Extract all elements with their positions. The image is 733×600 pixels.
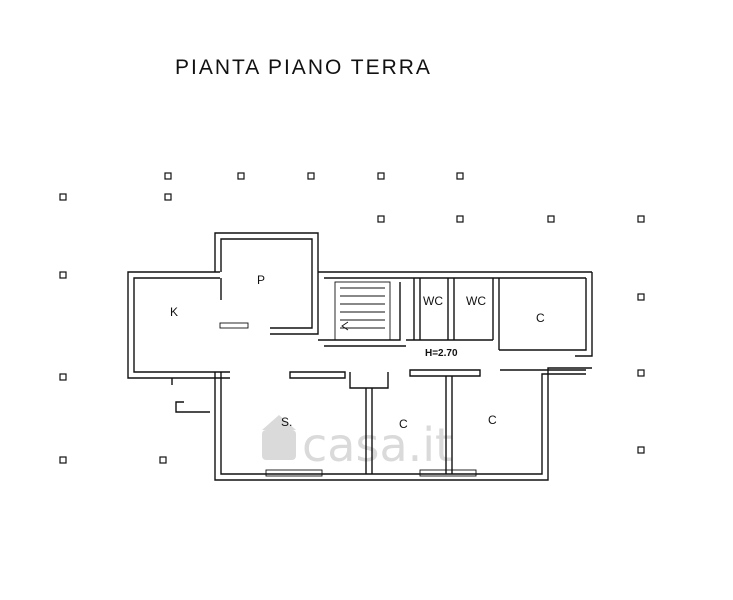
corridor-notch: [349, 372, 389, 389]
pillar: [59, 271, 67, 279]
divider-s-c: [365, 388, 373, 474]
room-label-wc1: WC: [423, 294, 443, 308]
wc2-right-wall: [492, 278, 500, 350]
pillar: [59, 373, 67, 381]
ceiling-height-note: H=2.70: [425, 348, 458, 359]
wc-divider: [447, 278, 455, 340]
bedroom-right-bottom-outer: [575, 335, 593, 357]
stair-arrow: [341, 321, 349, 331]
pantry-right-wall: [270, 272, 313, 329]
pillar: [164, 193, 172, 201]
pillar: [637, 369, 645, 377]
walls: [127, 232, 593, 481]
room-label-kitchen: K: [170, 305, 178, 319]
room-labels: K P WC WC C S. C C H=2.70: [170, 273, 545, 431]
stair-treads: [340, 287, 385, 329]
pillar: [59, 193, 67, 201]
pillar: [59, 456, 67, 464]
pillars: [59, 172, 645, 464]
window: [265, 469, 323, 477]
pillar: [164, 172, 172, 180]
pillar: [637, 215, 645, 223]
wc1-left-wall: [413, 278, 421, 340]
room-label-living: S.: [281, 415, 292, 429]
room-label-bedroom-right: C: [536, 311, 545, 325]
pantry-inner-wall: [220, 238, 313, 272]
pantry-outer-wall: [214, 232, 319, 272]
room-label-bedroom-lower-right: C: [488, 413, 497, 427]
divider-c-c: [445, 376, 453, 474]
stair-well: [334, 281, 391, 341]
bedroom-lower-right-inner: [541, 373, 586, 448]
pillar: [237, 172, 245, 180]
kitchen-door-jamb: [219, 322, 249, 329]
pillar: [456, 172, 464, 180]
room-label-pantry: P: [257, 273, 265, 287]
pillar: [377, 172, 385, 180]
pillar: [456, 215, 464, 223]
pillar: [377, 215, 385, 223]
bedroom-right-wall: [585, 272, 593, 335]
kitchen-outer-wall: [127, 271, 230, 379]
plan-title: PIANTA PIANO TERRA: [175, 56, 432, 79]
watermark-text: casa.it: [302, 418, 453, 472]
corridor-wall-center: [409, 369, 481, 377]
kitchen-inner-wall: [133, 277, 230, 373]
room-label-wc2: WC: [466, 294, 486, 308]
lower-outer-wall: [214, 372, 549, 481]
corridor-wall-left: [289, 371, 346, 379]
stair-right-wall: [318, 282, 401, 341]
pillar: [307, 172, 315, 180]
lower-inner-wall: [220, 372, 543, 475]
living-stub: [175, 401, 210, 413]
room-label-bedroom-center: C: [399, 417, 408, 431]
pantry-right-wall-outer: [270, 272, 319, 335]
watermark: casa.it: [262, 415, 453, 472]
bedroom-right-bottom: [499, 330, 587, 351]
pillar: [637, 293, 645, 301]
pillar: [547, 215, 555, 223]
bedroom-lower-right-wall: [547, 367, 592, 448]
pillar: [637, 446, 645, 454]
pillar: [159, 456, 167, 464]
window: [419, 469, 477, 477]
